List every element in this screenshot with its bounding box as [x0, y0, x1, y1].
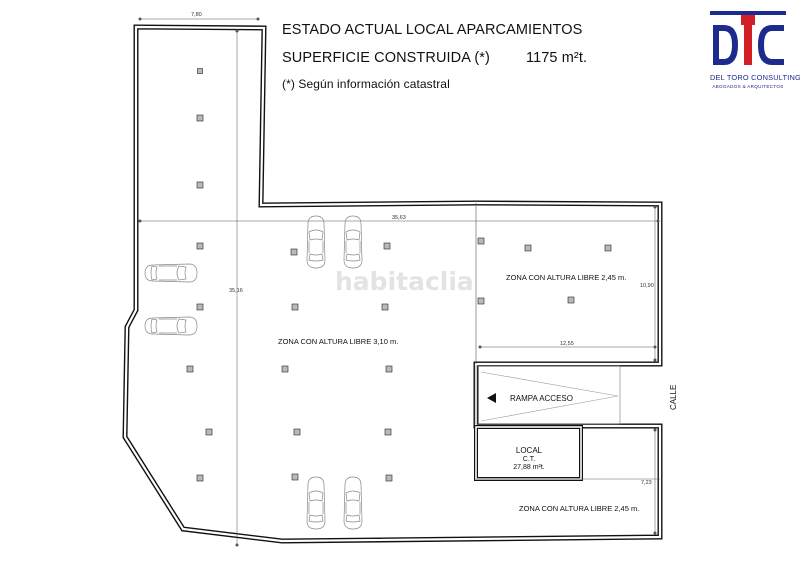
dim-total-width: 35,63: [392, 215, 406, 221]
parked-car: [343, 215, 363, 269]
dim-total-height: 35,16: [229, 288, 243, 294]
dim-upper-zone-width: 12,55: [560, 341, 574, 347]
company-logo: DEL TORO CONSULTING ABOGADOS & ARQUITECT…: [710, 11, 800, 115]
local-title: LOCAL: [516, 446, 543, 455]
dim-top-width: 7,80: [191, 12, 202, 18]
local-area: 27,88 m²t.: [513, 464, 545, 471]
cadastral-note: (*) Según información catastral: [282, 77, 450, 91]
parked-car: [306, 476, 326, 530]
local-ct-label: C.T.: [523, 456, 536, 463]
drawing-title: ESTADO ACTUAL LOCAL APARCAMIENTOS: [282, 22, 583, 38]
parked-car: [144, 316, 198, 336]
surface-label: SUPERFICIE CONSTRUIDA (*): [282, 50, 490, 66]
logo-company-subtitle: ABOGADOS & ARQUITECTOS: [712, 84, 784, 89]
surface-value: 1175 m²t.: [526, 50, 588, 66]
dim-upper-zone-height: 10,90: [640, 283, 654, 289]
parked-car: [343, 476, 363, 530]
zone-upper-right-label: ZONA CON ALTURA LIBRE 2,45 m.: [506, 273, 626, 282]
structural-columns: [186, 68, 612, 482]
watermark-text: habitaclia: [335, 267, 474, 296]
parked-car: [306, 215, 326, 269]
logo-mark-icon: [710, 11, 786, 65]
ramp-label: RAMPA ACCESO: [510, 394, 573, 403]
ramp-area: [475, 365, 621, 425]
zone-lower-right-label: ZONA CON ALTURA LIBRE 2,45 m.: [519, 504, 639, 513]
street-label: CALLE: [669, 385, 678, 410]
dimension-lines: [138, 17, 660, 547]
ramp-arrow-icon: [487, 393, 496, 403]
zone-main-label: ZONA CON ALTURA LIBRE 3,10 m.: [278, 337, 398, 346]
logo-company-name: DEL TORO CONSULTING: [710, 73, 800, 82]
dim-lower-zone-height: 7,23: [641, 480, 652, 486]
surface-line: SUPERFICIE CONSTRUIDA (*) 1175 m²t.: [282, 50, 587, 66]
parked-car: [144, 263, 198, 283]
